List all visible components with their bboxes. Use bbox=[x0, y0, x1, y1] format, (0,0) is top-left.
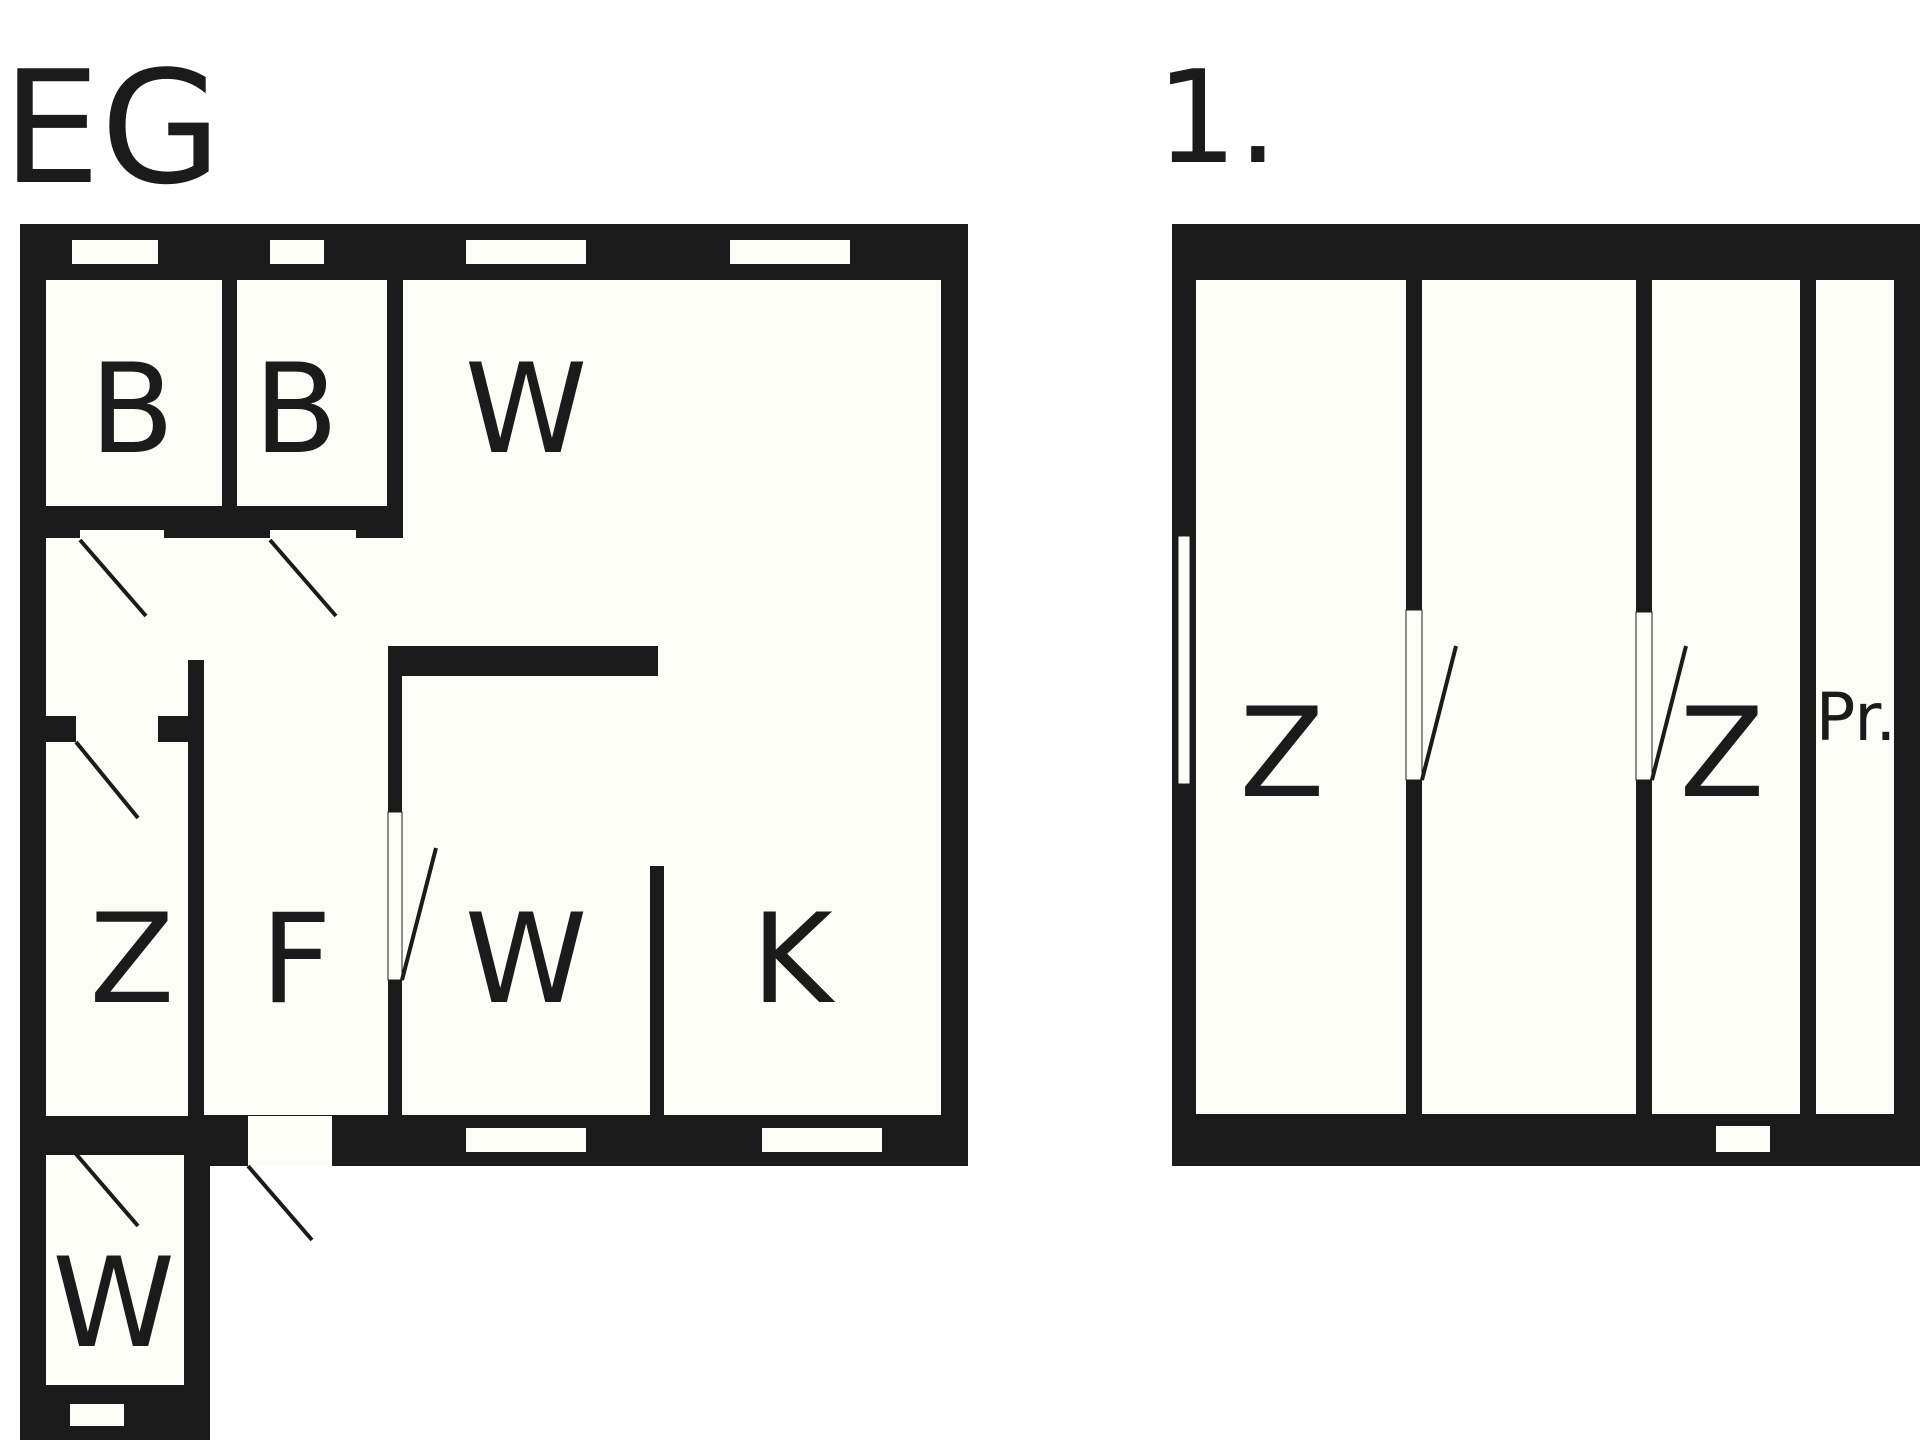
room-label-bath-2: B bbox=[253, 338, 338, 482]
door-swing bbox=[74, 1152, 140, 1228]
floor-label-ground: EG bbox=[2, 37, 221, 219]
ground-floor-plan bbox=[20, 224, 990, 1440]
wall-bath-2-right bbox=[387, 280, 403, 538]
room-floor-storage bbox=[1816, 280, 1894, 1114]
first-floor-plan bbox=[1172, 224, 1920, 1166]
room-floor-bath-2 bbox=[237, 280, 387, 506]
window bbox=[72, 240, 158, 264]
window bbox=[466, 1128, 586, 1152]
window bbox=[1716, 1126, 1770, 1152]
wall-kitchen-divider bbox=[650, 866, 664, 1116]
wall-living-L-vertical-bottom bbox=[388, 980, 402, 1116]
wall-bath-bottom-3 bbox=[356, 514, 403, 538]
door-swing bbox=[268, 538, 338, 618]
wall-bath-bottom-2 bbox=[164, 514, 270, 538]
room-label-kitchen: K bbox=[751, 888, 835, 1032]
door-frame bbox=[387, 811, 403, 981]
room-floor-room-3 bbox=[1652, 280, 1800, 1114]
door-frame bbox=[1635, 611, 1653, 781]
wall-bedroom-top-2 bbox=[158, 716, 204, 742]
door-swing bbox=[74, 740, 140, 820]
window bbox=[730, 240, 850, 264]
room-floor-room-2 bbox=[1422, 280, 1636, 1114]
wall-bedroom-right bbox=[188, 660, 204, 1140]
wall-bath-bottom-1 bbox=[46, 514, 80, 538]
wall-wc-right bbox=[184, 1128, 210, 1440]
room-label-room-1: Z bbox=[1240, 682, 1325, 826]
room-label-living-1: W bbox=[465, 338, 588, 482]
room-floor-living-1 bbox=[403, 280, 941, 1115]
room-label-bath-1: B bbox=[89, 338, 174, 482]
window bbox=[762, 1128, 882, 1152]
door-swing bbox=[400, 847, 438, 981]
door-swing bbox=[246, 1164, 314, 1242]
room-label-wc: WI bbox=[52, 1232, 211, 1376]
room-label-room-3: Z bbox=[1680, 682, 1765, 826]
wall-bedroom-top-1 bbox=[46, 716, 76, 742]
door-swing bbox=[1420, 645, 1458, 781]
room-floor-bedroom bbox=[46, 742, 188, 1116]
wall-wc-top-1 bbox=[46, 1128, 76, 1154]
room-floor-wc bbox=[46, 1155, 184, 1385]
window bbox=[70, 1404, 124, 1426]
room-floor-bath-1 bbox=[46, 280, 222, 506]
door-swing bbox=[1650, 645, 1688, 781]
window bbox=[466, 240, 586, 264]
room-label-storage: Pr. bbox=[1816, 679, 1897, 756]
door-swing bbox=[78, 538, 148, 618]
wall-bath-divider bbox=[222, 280, 237, 506]
room-label-bedroom: Z bbox=[90, 888, 175, 1032]
window bbox=[1177, 535, 1191, 785]
room-floor-hallway-top bbox=[46, 530, 403, 660]
room-label-hallway: F bbox=[260, 888, 331, 1032]
wall-bottom-left bbox=[204, 1116, 248, 1166]
room-floor-room-1 bbox=[1196, 280, 1406, 1114]
door-frame bbox=[1405, 609, 1423, 781]
eg-outside-area bbox=[210, 1166, 990, 1440]
wall-living-L-vertical-top bbox=[388, 646, 402, 812]
entry-opening bbox=[248, 1116, 332, 1166]
room-label-living-2: W bbox=[465, 888, 588, 1032]
window bbox=[270, 240, 324, 264]
wall-living-L-horizontal bbox=[388, 646, 658, 676]
floor-label-first: 1. bbox=[1156, 44, 1278, 193]
